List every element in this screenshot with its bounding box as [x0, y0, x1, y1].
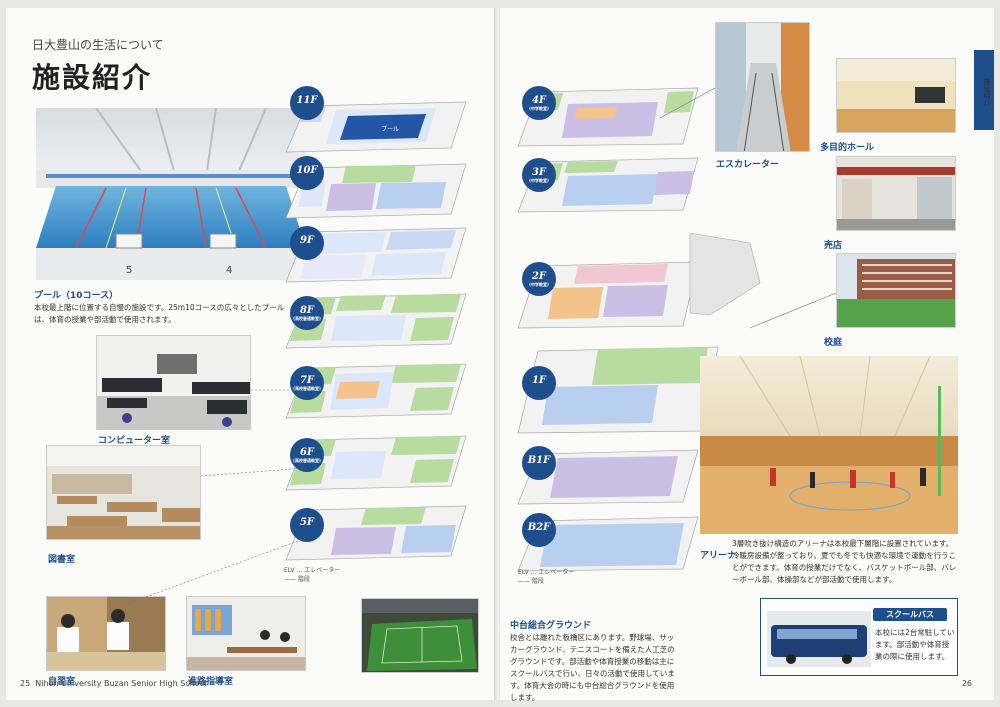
- library-photo: [46, 445, 201, 540]
- floor-badge-1f: 1F: [522, 366, 556, 400]
- floor-badge-2f: 2F(中学教室): [522, 262, 556, 296]
- floor-badge-6f: 6F(高校普通教室): [290, 438, 324, 472]
- right-page: 施設紹介: [500, 8, 994, 702]
- multipurpose-hall-caption: 多目的ホール: [820, 143, 875, 153]
- ground-photo: [361, 598, 479, 673]
- career-room-photo: [186, 596, 306, 671]
- study-room-photo: [46, 596, 166, 671]
- floor-5f: [276, 502, 476, 566]
- ground-description: 校舎とは離れた板橋区にあります。野球場、サッカーグラウンド、テニスコートを備えた…: [510, 633, 675, 702]
- ground-caption: 中台総合グラウンド: [510, 621, 592, 631]
- page-title: 施設紹介: [32, 61, 153, 94]
- arena-caption: アリーナ: [700, 551, 737, 561]
- floor-badge-10f: 10F: [290, 156, 324, 190]
- lane-number-4: 4: [226, 265, 232, 276]
- section-subtitle: 日大豊山の生活について: [32, 38, 164, 52]
- floor-badge-4f: 4F(中学教室): [522, 86, 556, 120]
- leader-lines-right: [659, 87, 837, 329]
- pool-description: 本校最上階に位置する自慢の施設です。25m10コースの広々としたプールは、体育の…: [34, 303, 285, 324]
- floor-badge-9f: 9F: [290, 226, 324, 260]
- book-spine: [494, 8, 502, 700]
- store-caption: 売店: [824, 241, 843, 251]
- lane-number-5: 5: [126, 265, 132, 276]
- floor-9f: [276, 224, 476, 288]
- arena-description: 3層吹き抜け構造のアリーナは本校最下層階に設置されています。冷暖房設備が整ってお…: [732, 539, 957, 584]
- floor-b2f: [508, 513, 708, 577]
- floor-legend-left: ELV … エレベーター —— 階段: [284, 567, 341, 583]
- floor-10f: [276, 160, 476, 224]
- school-bus-title: スクールバス: [873, 608, 947, 621]
- pool-caption: プール（10コース）: [34, 291, 119, 301]
- floor-badge-8f: 8F(高校普通教室): [290, 296, 324, 330]
- computer-room-caption: コンピューター室: [98, 436, 171, 446]
- leader-lines-left: [115, 389, 307, 609]
- floor-3f: [508, 154, 708, 218]
- floor-2f: [508, 258, 708, 329]
- floor-4f: [508, 84, 708, 148]
- floor-badge-11f: 11F: [290, 86, 324, 120]
- page-number-left: 25 Nihon University Buzan Senior High Sc…: [20, 679, 207, 688]
- floor-11f: プール: [276, 98, 476, 162]
- floor-legend-right: ELV … エレベーター —— 階段: [518, 569, 575, 585]
- floor-2f-bridge: [689, 232, 761, 316]
- floor-b1f: [508, 446, 708, 510]
- side-tab-label: 施設紹介: [983, 78, 991, 106]
- left-page: 日大豊山の生活について 施設紹介: [6, 8, 496, 700]
- floor-badge-5f: 5F: [290, 508, 324, 542]
- computer-room-photo: [96, 335, 251, 430]
- school-bus-description: 本校には2台常駐しています。部活動や体育授業の際に使用します。: [875, 628, 955, 661]
- store-photo: [836, 156, 956, 231]
- side-tab: [974, 50, 994, 130]
- floor-badge-b1f: B1F: [522, 446, 556, 480]
- library-caption: 図書室: [48, 555, 76, 565]
- pool-photo: 5 4: [36, 108, 306, 280]
- page-number-right: 26: [961, 679, 972, 688]
- study-room-caption: 自習室: [48, 677, 76, 687]
- pool-room-label: プール: [381, 126, 400, 133]
- arena-photo: [700, 356, 958, 534]
- career-room-caption: 進路指導室: [188, 677, 234, 687]
- escalator-caption: エスカレーター: [716, 160, 780, 170]
- multipurpose-hall-photo: [836, 58, 956, 133]
- floor-badge-3f: 3F(中学教室): [522, 158, 556, 192]
- school-bus-box: スクールバス 本校には2台常駐しています。部活動や体育授業の際に使用します。: [760, 598, 958, 676]
- courtyard-photo: [836, 253, 956, 328]
- floor-badge-7f: 7F(高校普通教室): [290, 366, 324, 400]
- school-bus-photo: [767, 611, 871, 667]
- escalator-photo: [715, 22, 810, 152]
- floor-badge-b2f: B2F: [522, 513, 556, 547]
- floor-1f: [508, 343, 719, 434]
- floor-6f: [276, 432, 476, 496]
- courtyard-caption: 校庭: [824, 338, 843, 348]
